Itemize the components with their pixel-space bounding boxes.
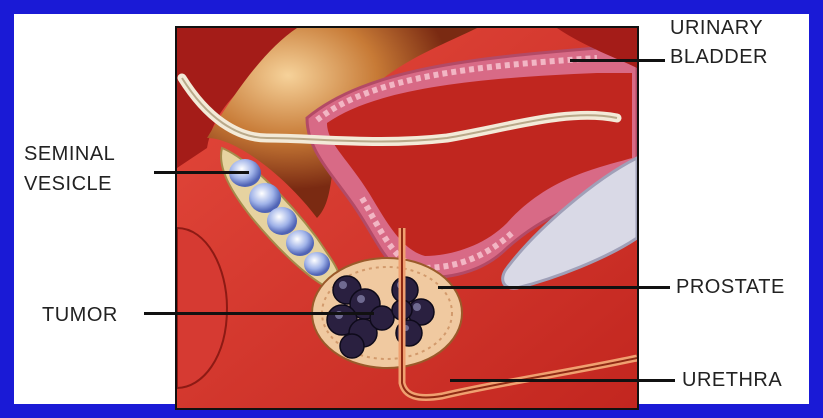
- diagram-panel: URINARY BLADDER SEMINAL VESICLE TUMOR PR…: [14, 14, 809, 404]
- label-seminal-vesicle-line1: SEMINAL: [24, 142, 115, 166]
- leader-tumor: [144, 312, 374, 315]
- label-urinary-bladder-line2: BLADDER: [670, 45, 768, 69]
- label-seminal-vesicle-line2: VESICLE: [24, 172, 112, 196]
- label-tumor: TUMOR: [42, 303, 118, 327]
- leader-urethra: [450, 379, 675, 382]
- prostate-anatomy-illustration: [175, 26, 639, 410]
- anatomy-drawing: [177, 28, 637, 408]
- label-urinary-bladder-line1: URINARY: [670, 16, 763, 40]
- label-prostate: PROSTATE: [676, 275, 785, 299]
- leader-seminal-vesicle: [154, 171, 249, 174]
- leader-urinary-bladder: [570, 59, 665, 62]
- leader-prostate: [438, 286, 670, 289]
- label-urethra: URETHRA: [682, 368, 782, 392]
